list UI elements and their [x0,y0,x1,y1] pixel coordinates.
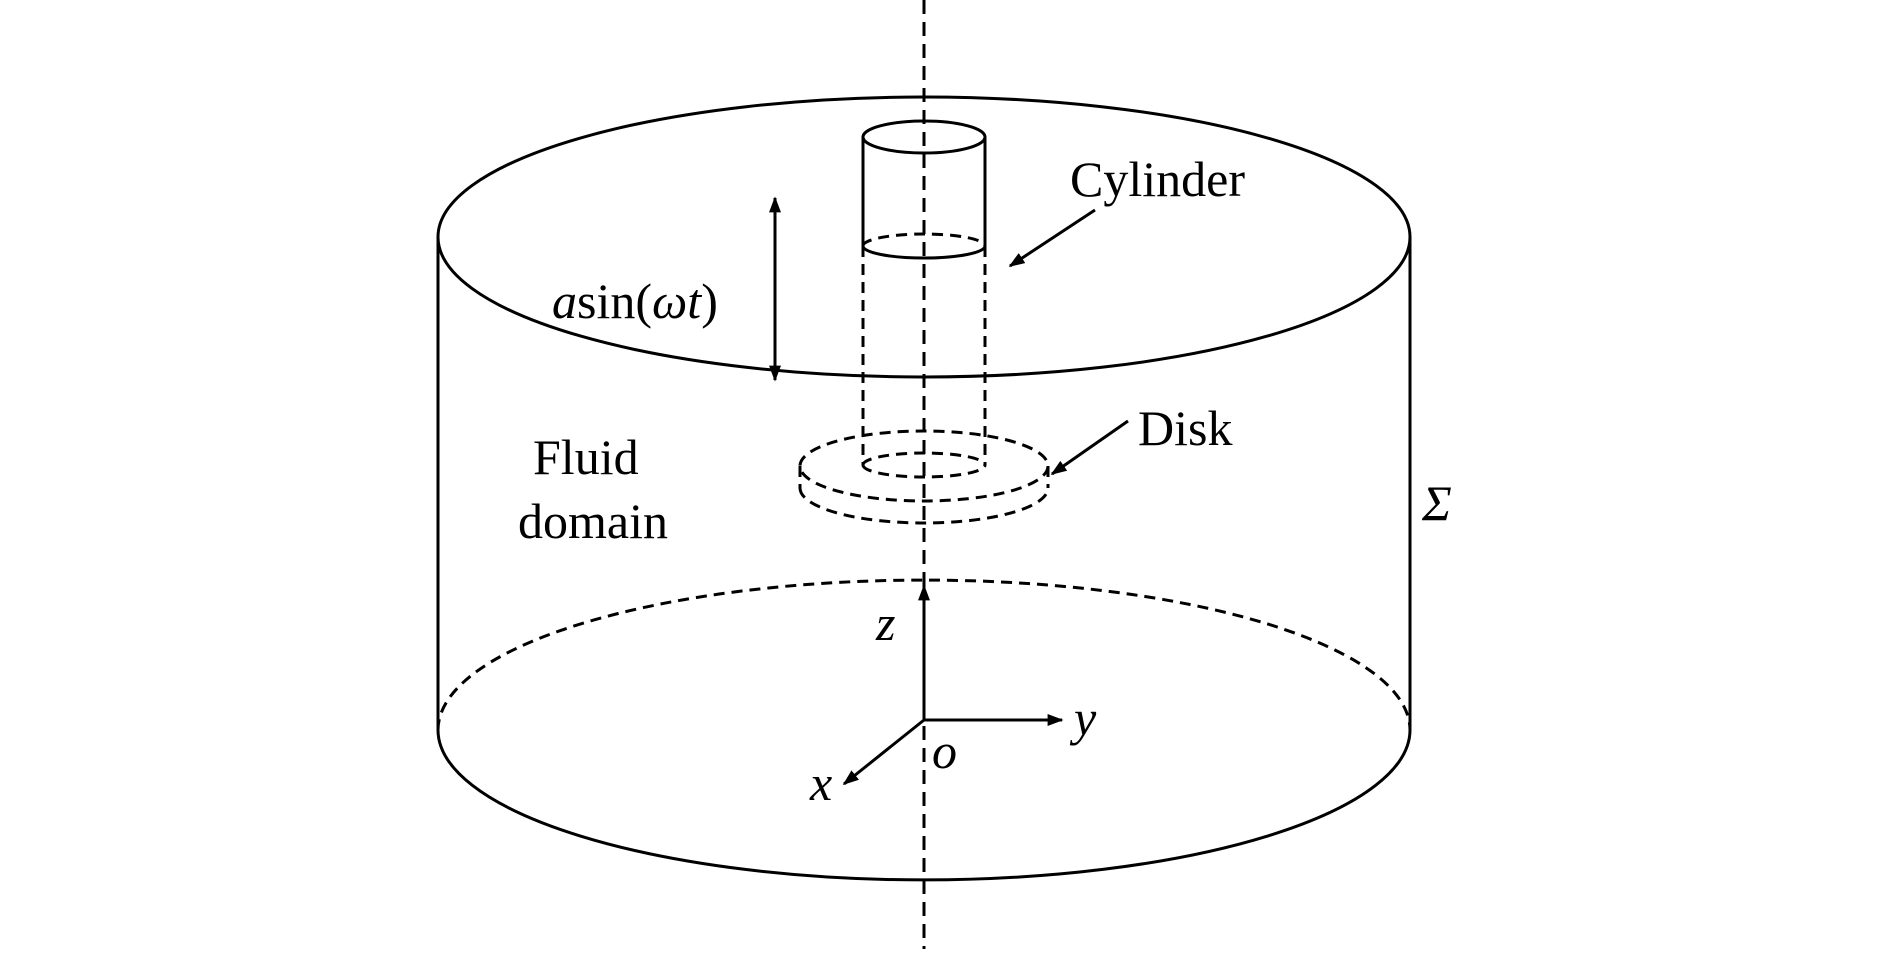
fluid-domain-boundary [436,95,1412,882]
disk-shape [798,429,1050,525]
domain-bottom-back-arc [436,578,1412,731]
cylinder-waterline-front [861,245,987,260]
motion-omega-t: ωt [652,273,702,329]
cylinder-waterline-back [861,232,987,247]
motion-sin: sin( [577,273,652,329]
cylinder-bottom-back [861,451,987,466]
fluid-domain-label-line1: Fluid [533,429,639,485]
disk-label: Disk [1138,400,1232,456]
motion-close: ) [701,273,718,329]
domain-bottom-front-arc [436,729,1412,882]
x-axis-label: x [809,755,832,811]
x-axis-arrow [842,718,925,786]
fluid-domain-label-line2: domain [518,493,668,549]
origin-label: o [932,723,957,779]
cylinder-bottom-front [861,464,987,479]
z-axis-label: z [875,595,895,651]
cylinder-label: Cylinder [1070,151,1245,207]
motion-label: asin(ωt) [552,273,718,329]
motion-amplitude: a [552,273,577,329]
disk-bottom-front [798,487,1050,525]
cylinder-leader-arrow [1008,208,1096,268]
disk-leader-arrow [1050,419,1129,476]
y-axis-label: y [1069,690,1097,746]
sigma-label: Σ [1421,475,1452,531]
inner-cylinder [861,119,987,479]
